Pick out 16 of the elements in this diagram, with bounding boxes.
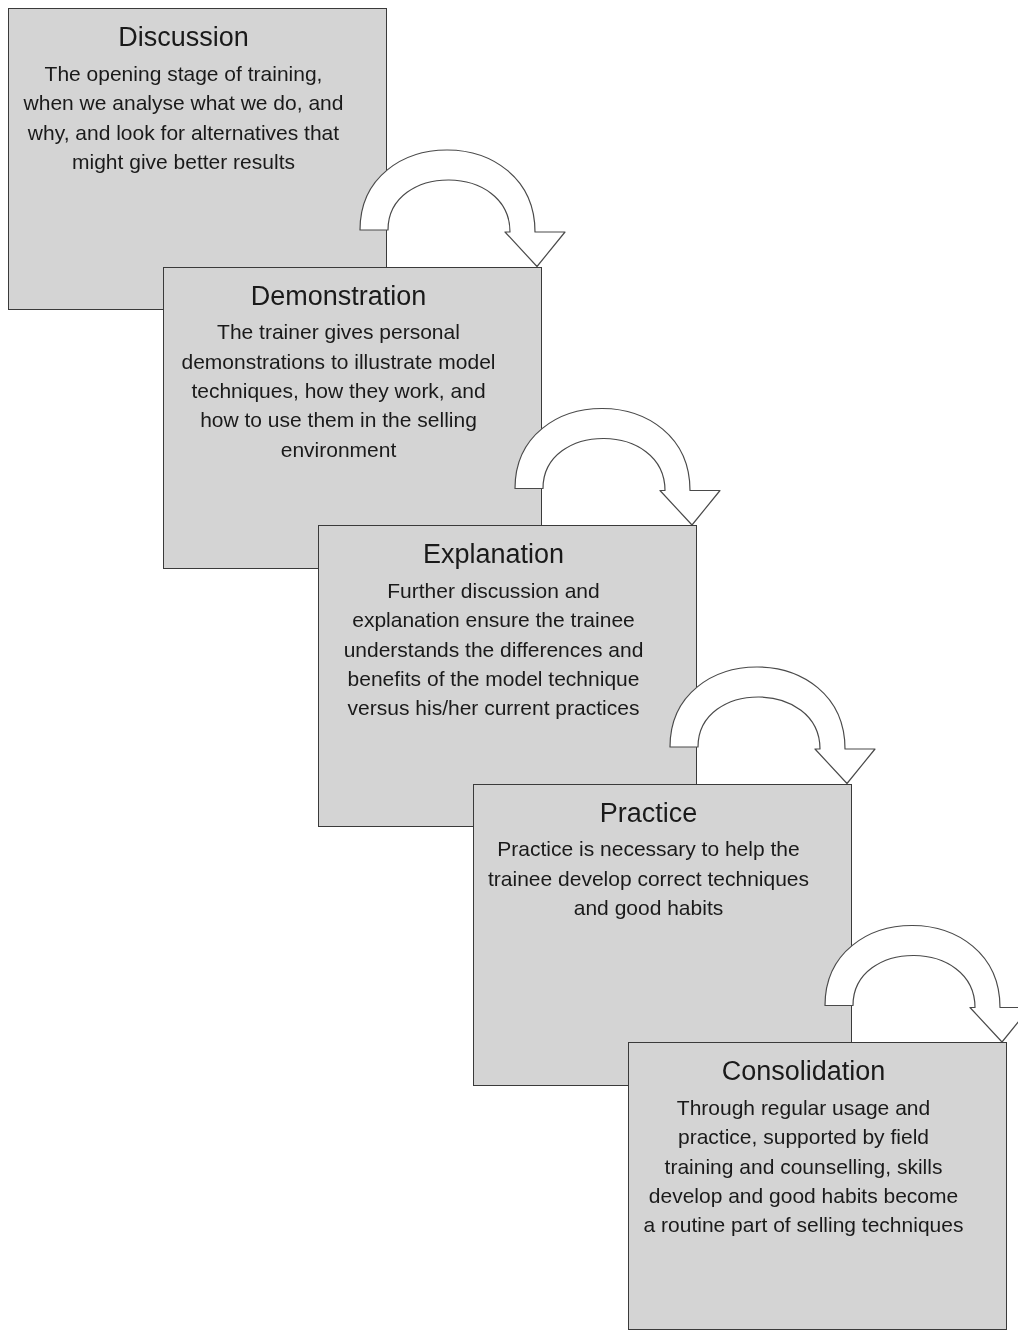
- stage-title: Discussion: [118, 21, 249, 54]
- stage-title: Consolidation: [721, 1055, 886, 1088]
- curved-arrow: [514, 407, 721, 526]
- stage-description: Through regular usage and practice, supported by field training and counselling, skills develop and good habits become a routine part of selling techniques: [642, 1094, 965, 1239]
- curved-arrow: [824, 924, 1018, 1043]
- stage-title: Explanation: [422, 538, 565, 571]
- curved-arrow: [359, 149, 566, 268]
- stage-title: Practice: [599, 796, 698, 830]
- stage-description: Practice is necessary to help the trainee develop correct techniques and good habits: [487, 836, 810, 922]
- stage-box: [628, 1042, 1007, 1330]
- stage-title: Demonstration: [250, 279, 427, 313]
- stage-box: [318, 525, 697, 827]
- stage-description: The trainer gives personal demonstrations to illustrate model techniques, how they work, and how to use them in the selling environment: [180, 319, 497, 463]
- stage-description: Further discussion and explanation ensure the trainee understands the differences and benefits of the model technique versus his/her current practices: [342, 577, 645, 722]
- curved-arrow: [669, 666, 876, 785]
- stage-description: The opening stage of training, when we analyse what we do, and why, and look for alternatives that might give better results: [22, 60, 345, 175]
